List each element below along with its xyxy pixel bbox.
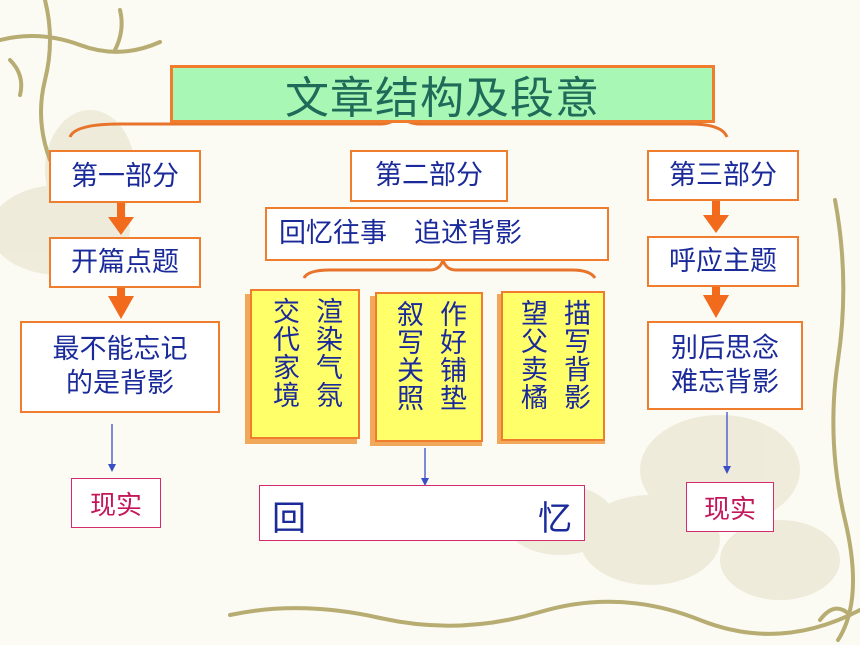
summary-brace	[302, 254, 597, 279]
part2-result-right: 忆	[538, 499, 572, 539]
part1-step2-line1: 最不能忘记	[52, 334, 188, 366]
thin-arrow-icon	[723, 412, 731, 474]
sub3-col1: 望父卖橘	[516, 299, 547, 411]
part1-result: 现实	[71, 478, 161, 528]
part1-step1: 开篇点题	[49, 237, 201, 288]
part1-step2-line2: 的是背影	[66, 368, 174, 399]
part1-step2: 最不能忘记 的是背影	[20, 321, 220, 413]
thin-arrow-icon	[108, 424, 116, 472]
sub3-box: 望父卖橘 描写背影	[501, 291, 605, 441]
part3-step2-line2: 难忘背影	[671, 366, 779, 398]
part3-result: 现实	[686, 482, 774, 532]
sub2-box: 叙写关照 作好铺垫	[375, 292, 483, 442]
sub1-col2: 渲染气氛	[311, 297, 342, 409]
part2-heading: 第二部分	[350, 150, 508, 202]
sub2-col1: 叙写关照	[392, 300, 423, 412]
page-title: 文章结构及段意	[170, 65, 715, 124]
sub1-box: 交代家境 渲染气氛	[250, 289, 360, 439]
arrow-icon	[108, 199, 134, 235]
thin-arrow-icon	[421, 448, 429, 486]
arrow-icon	[108, 284, 134, 319]
part1-heading: 第一部分	[49, 150, 201, 203]
part2-result: 回 忆	[259, 485, 585, 541]
part2-result-left: 回	[272, 499, 306, 539]
part3-step2: 别后思念 难忘背影	[647, 321, 803, 410]
sub3-col2: 描写背影	[559, 299, 590, 411]
part3-heading: 第三部分	[647, 150, 799, 201]
part3-step2-line1: 别后思念	[671, 332, 779, 364]
arrow-icon	[703, 283, 729, 318]
arrow-icon	[703, 196, 729, 233]
sub1-col1: 交代家境	[268, 297, 299, 409]
sub2-col2: 作好铺垫	[435, 300, 466, 412]
part3-step1: 呼应主题	[647, 236, 799, 287]
part2-summary: 回忆往事 追述背影	[265, 207, 609, 261]
